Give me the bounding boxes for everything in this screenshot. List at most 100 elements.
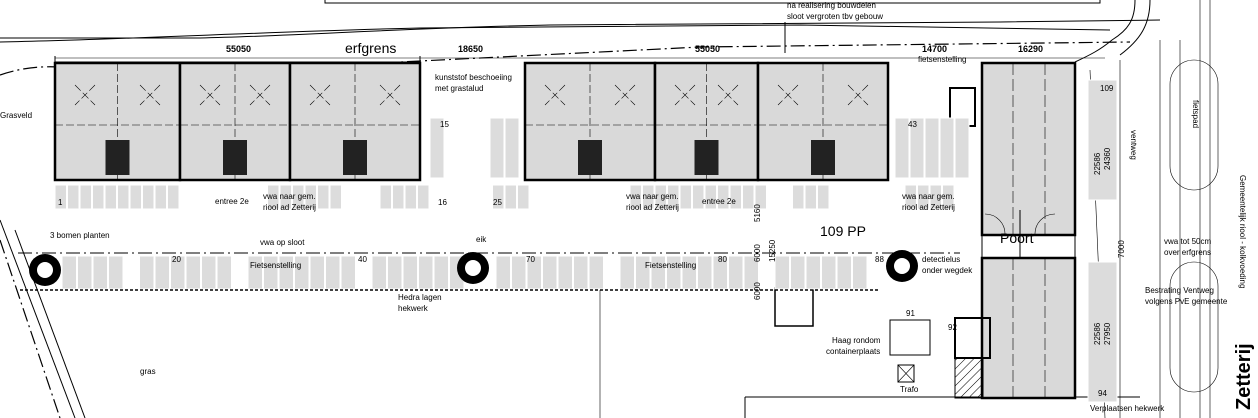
parking-stall [1087, 79, 1118, 201]
parking-stall [654, 184, 667, 210]
note: over erfgrens [1164, 248, 1211, 257]
parking-stall [929, 184, 942, 210]
building-south [954, 256, 1077, 400]
note: Haag rondom [832, 336, 881, 345]
note: sloot vergroten tbv gebouw [787, 12, 883, 21]
parking-number: 40 [358, 255, 367, 264]
parking-stall [79, 184, 92, 210]
parking-stall [404, 184, 417, 210]
note: fietsenstelling [918, 55, 966, 64]
parking-stall [681, 255, 697, 290]
parking-stall [817, 184, 830, 210]
note: kunststof beschoeiing [435, 73, 512, 82]
note: 3 bomen planten [50, 231, 110, 240]
parking-stall [852, 255, 868, 290]
unit-floorplan-lines [525, 63, 655, 180]
parking-stall [909, 117, 925, 179]
parking-stall [917, 184, 930, 210]
dimension: 7000 [1117, 240, 1126, 258]
parking-stall [667, 184, 680, 210]
note: eik [476, 235, 487, 244]
parking-stall [278, 255, 294, 290]
parking-stall [805, 255, 821, 290]
parking-stall [712, 255, 728, 290]
note: vwa naar gem. [626, 192, 678, 201]
boundary-label: erfgrens [345, 40, 396, 56]
note: riool ad Zetterij [902, 203, 955, 212]
parking-stall [754, 184, 767, 210]
parking-stall [263, 255, 279, 290]
parking-stall [92, 255, 108, 290]
parking-stall [728, 255, 744, 290]
dimension: 18650 [458, 44, 483, 54]
note: entree 2e [215, 197, 249, 206]
parking-stall [267, 184, 280, 210]
parking-number: 43 [908, 120, 917, 129]
dimension: 6000 [753, 244, 762, 262]
parking-stall [309, 255, 325, 290]
parking-stall [642, 184, 655, 210]
parking-stall [108, 255, 124, 290]
parking-stall [418, 255, 434, 290]
stairwell [694, 140, 719, 175]
parking-stall [54, 184, 67, 210]
container-area [889, 319, 931, 356]
parking-stall [517, 184, 530, 210]
parking-stall [216, 255, 232, 290]
parking-stall [836, 255, 852, 290]
parking-number: 16 [438, 198, 447, 207]
note: met grastalud [435, 84, 483, 93]
parking-stall [139, 255, 155, 290]
parking-stall [247, 255, 263, 290]
parking-stall [650, 255, 666, 290]
parking-stall [294, 255, 310, 290]
parking-stall [729, 184, 742, 210]
parking-stall [154, 255, 170, 290]
note: Verplaatsen hekwerk [1090, 404, 1165, 413]
note: vwa tot 50cm [1164, 237, 1211, 246]
parking-stall [129, 184, 142, 210]
note: Fietsenstelling [645, 261, 696, 270]
note: Gemeentelijk riool - kolkvoeding [1238, 175, 1247, 288]
dimension: 27950 [1103, 322, 1112, 345]
parking-number: 15 [440, 120, 449, 129]
tree-oak [457, 252, 489, 284]
parking-stall [61, 255, 77, 290]
parking-stall [117, 184, 130, 210]
parking-stall [629, 184, 642, 210]
parking-stall [619, 255, 635, 290]
stairwell [223, 140, 247, 175]
dimension: 22586 [1093, 152, 1102, 175]
note: containerplaats [826, 347, 880, 356]
parking-stall [557, 255, 573, 290]
parking-stall [495, 255, 511, 290]
parking-stall [894, 117, 910, 179]
parking-stall [67, 184, 80, 210]
road-label: fietspad [1191, 100, 1200, 128]
tree-east [886, 250, 918, 282]
building-north [980, 61, 1077, 237]
note: vwa op sloot [260, 238, 305, 247]
parking-stall [492, 184, 505, 210]
road-label: ventweg [1129, 130, 1138, 160]
note: vwa naar gem. [263, 192, 315, 201]
parking-stall [279, 184, 292, 210]
note: Hedra lagen [398, 293, 442, 302]
parking-stall [201, 255, 217, 290]
parking-stall [489, 117, 505, 179]
unit-floorplan-lines [758, 63, 888, 180]
parking-stall [804, 184, 817, 210]
parking-number: 70 [526, 255, 535, 264]
parking-stall [542, 255, 558, 290]
parking-stall [340, 255, 356, 290]
note: Bestrating Ventweg [1145, 286, 1214, 295]
dimension: 15250 [768, 239, 777, 262]
parking-stall [692, 184, 705, 210]
gate-passage [981, 210, 1076, 259]
dimension: 6000 [753, 282, 762, 300]
stairwell [105, 140, 130, 175]
parking-stall [942, 184, 955, 210]
note: na realisering bouwdelen [787, 1, 876, 10]
parking-number: 88 [875, 255, 884, 264]
parking-stall [679, 184, 692, 210]
